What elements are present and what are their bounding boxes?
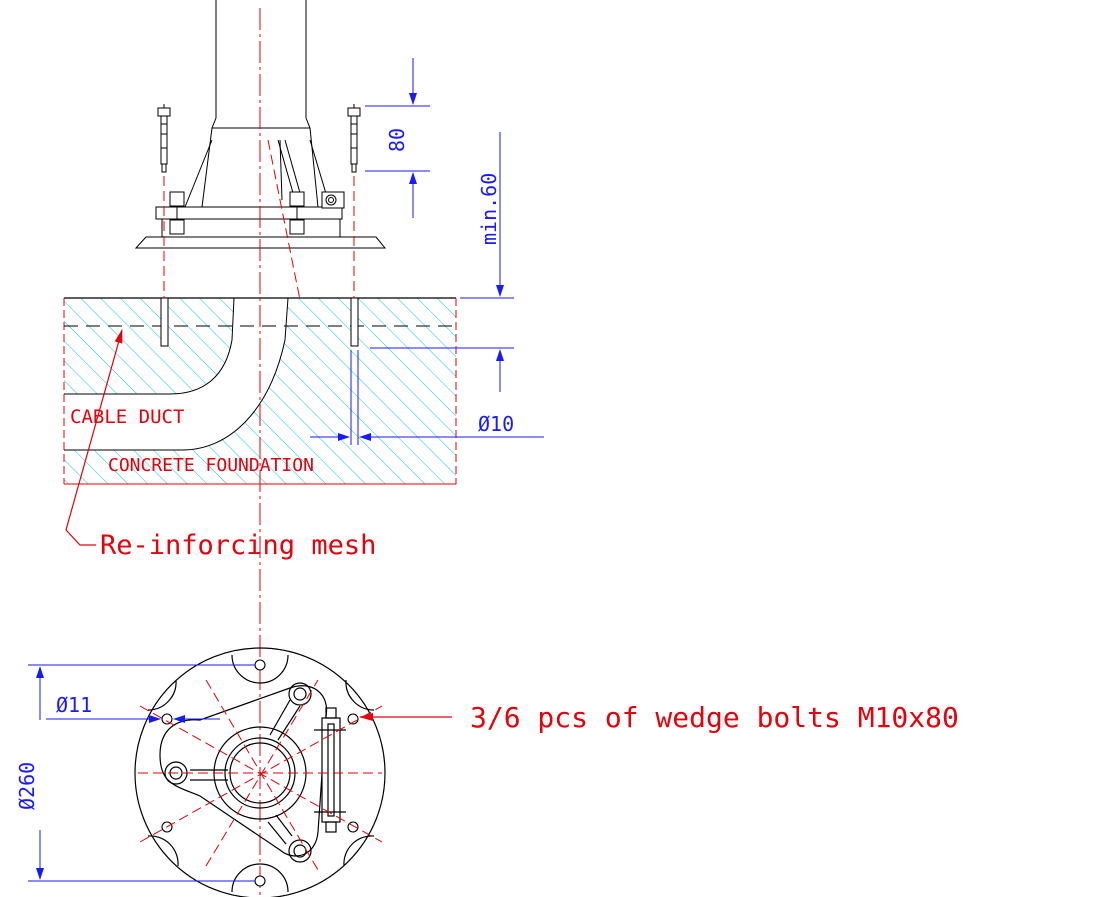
reinforcing-mesh-label: Re-inforcing mesh xyxy=(100,530,376,561)
centerlines-plan xyxy=(138,679,383,871)
wedge-bolts-label: 3/6 pcs of wedge bolts M10x80 xyxy=(470,701,959,734)
anchor-holes xyxy=(161,659,359,887)
cable-duct-label: CABLE DUCT xyxy=(70,406,184,428)
dim-bolt-hole-dia-label: Ø11 xyxy=(56,693,92,717)
dim-hole-dia-label: Ø10 xyxy=(478,412,514,436)
dim-base-dia-label: Ø260 xyxy=(15,762,39,810)
wedge-bolt-left xyxy=(157,104,171,173)
concrete-foundation-label: CONCRETE FOUNDATION xyxy=(108,455,314,476)
reinforcing-mesh-leader xyxy=(65,329,123,546)
dim-bolt-length xyxy=(365,58,430,218)
dim-min-depth xyxy=(370,132,514,392)
dim-base-dia xyxy=(28,664,255,882)
centerlines-side xyxy=(163,8,355,897)
dim-bolt-length-label: 80 xyxy=(385,128,409,152)
dim-min-depth-label: min.60 xyxy=(477,173,501,245)
wedge-bolt-right xyxy=(347,104,361,173)
base-plate-plan-view xyxy=(134,647,386,897)
dim-hole-dia xyxy=(310,350,544,445)
pole-base-side-view xyxy=(134,0,387,249)
